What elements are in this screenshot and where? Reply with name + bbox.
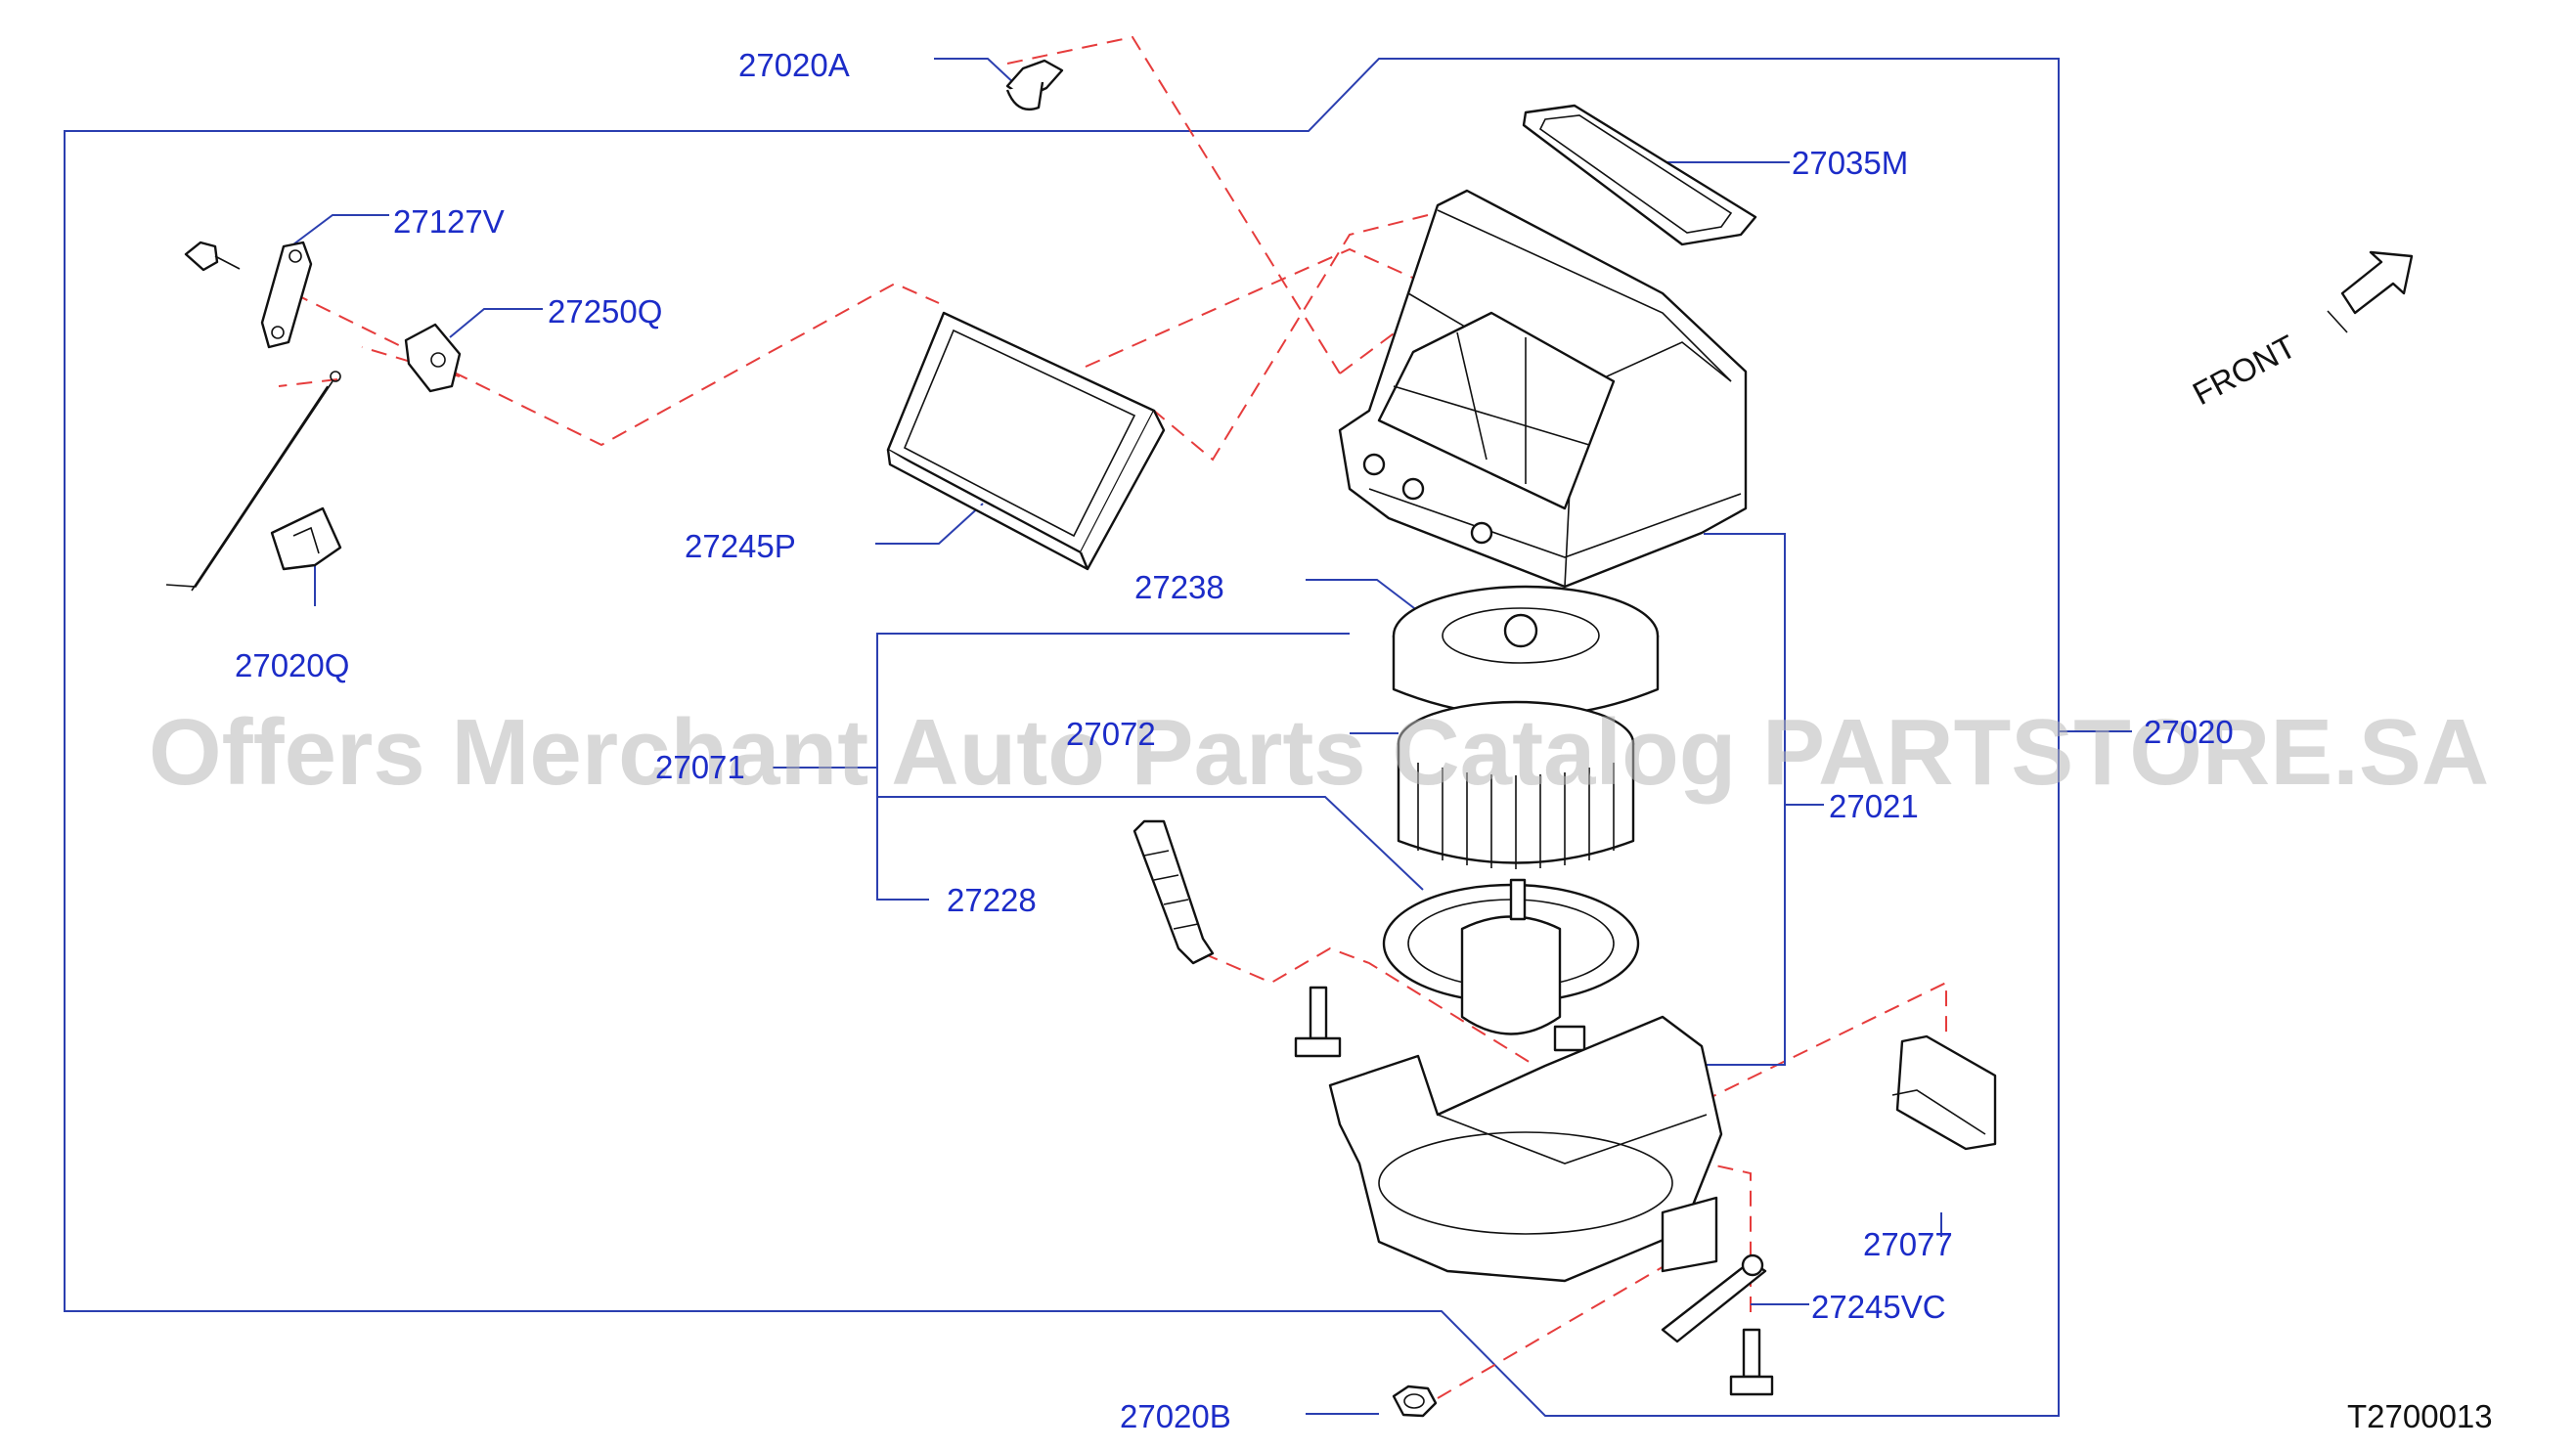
bracket-27127v	[184, 241, 313, 349]
callout-27238[interactable]: 27238	[1134, 569, 1224, 605]
filter-27245p	[886, 311, 1166, 571]
strip-27245vc	[1661, 1253, 1767, 1343]
callout-27072[interactable]: 27072	[1066, 716, 1156, 752]
callout-27071[interactable]: 27071	[655, 749, 745, 785]
motor-27021	[1382, 878, 1640, 1052]
hose-27228	[1133, 819, 1215, 965]
diagram-code: T2700013	[2347, 1398, 2493, 1434]
blower-case	[1328, 1015, 1723, 1283]
callout-27228[interactable]: 27228	[947, 882, 1037, 918]
callout-27020a[interactable]: 27020A	[738, 47, 850, 83]
callout-27250q[interactable]: 27250Q	[548, 293, 662, 330]
callout-27021[interactable]: 27021	[1829, 788, 1919, 824]
clip-27250q	[404, 323, 462, 393]
bolt-27020a	[1005, 59, 1064, 111]
gasket-27035m	[1522, 104, 1757, 246]
assembly-frame	[64, 58, 2060, 1417]
callout-27035m[interactable]: 27035M	[1792, 145, 1908, 181]
screw-27245vc	[1729, 1328, 1774, 1396]
fan-cover-27238	[1392, 585, 1660, 718]
callout-27077[interactable]: 27077	[1863, 1226, 1953, 1262]
watermark: Offers Merchant Auto Parts Catalog PARTS…	[149, 700, 2489, 805]
callout-27020b[interactable]: 27020B	[1120, 1398, 1231, 1434]
intake-housing	[1338, 189, 1748, 589]
callout-27127v[interactable]: 27127V	[393, 203, 505, 240]
front-label: FRONT	[2187, 328, 2302, 412]
callout-27245p[interactable]: 27245P	[685, 528, 796, 564]
front-arrow-icon	[2327, 250, 2414, 333]
leader-lines	[292, 58, 2132, 1415]
nut-27020b	[1392, 1385, 1438, 1418]
callout-27245vc[interactable]: 27245VC	[1811, 1289, 1946, 1325]
callout-27020[interactable]: 27020	[2144, 714, 2234, 750]
callout-27020q[interactable]: 27020Q	[235, 647, 349, 683]
screw-motor	[1294, 986, 1342, 1058]
resistor-27077	[1891, 1034, 1997, 1151]
holder-27020q	[270, 506, 342, 571]
cable-rod	[165, 371, 341, 592]
fan-impeller-27072	[1397, 700, 1635, 869]
